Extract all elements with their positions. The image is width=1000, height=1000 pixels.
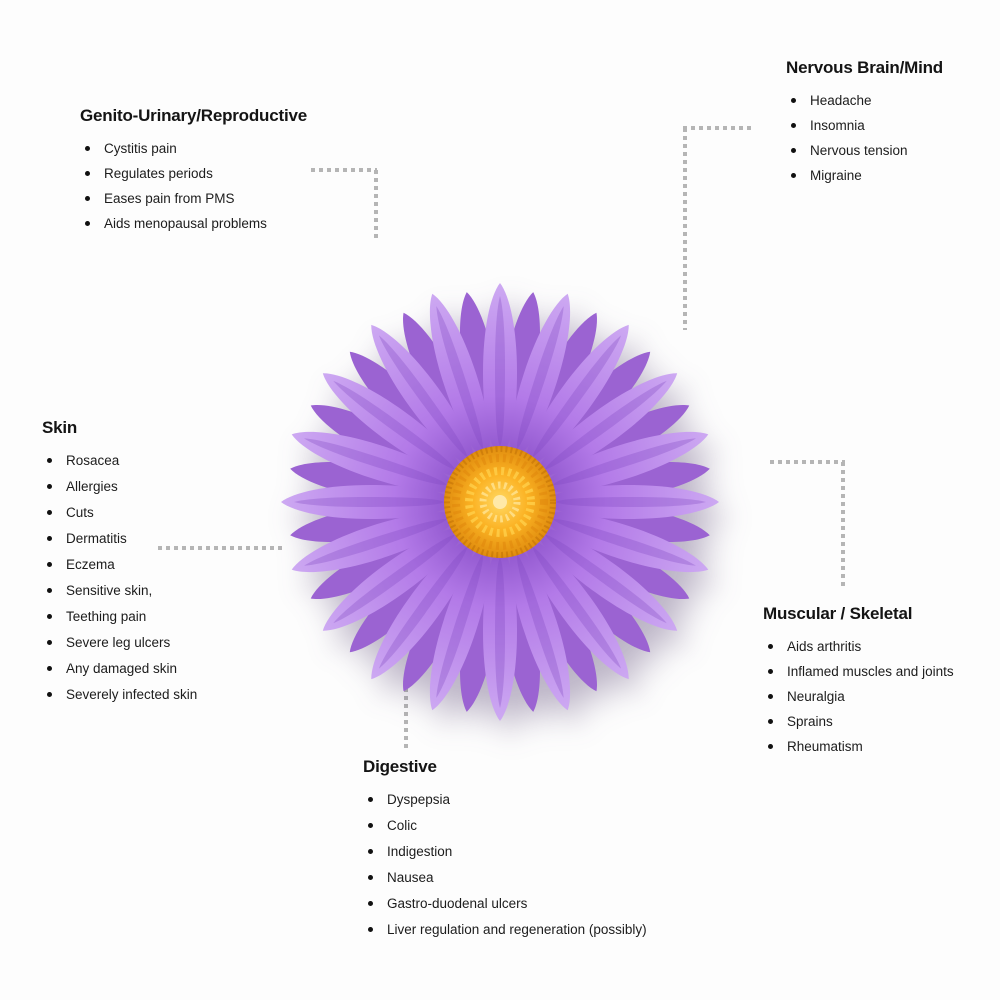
list-item: Allergies (42, 479, 197, 494)
flower-center (444, 446, 556, 558)
section-genito-urinary: Genito-Urinary/Reproductive Cystitis pai… (80, 106, 307, 241)
section-skin: Skin Rosacea Allergies Cuts Dermatitis E… (42, 418, 197, 713)
list-item: Severely infected skin (42, 687, 197, 702)
section-title: Muscular / Skeletal (763, 604, 913, 623)
benefit-list: Dyspepsia Colic Indigestion Nausea Gastr… (363, 792, 647, 937)
list-item: Colic (363, 818, 647, 833)
list-item: Severe leg ulcers (42, 635, 197, 650)
section-title: Digestive (363, 757, 437, 776)
list-item: Headache (786, 93, 943, 108)
list-item: Gastro-duodenal ulcers (363, 896, 647, 911)
connector-genito-vertical (374, 170, 378, 240)
list-item: Rosacea (42, 453, 197, 468)
list-item: Nausea (363, 870, 647, 885)
connector-muscular-vertical (841, 462, 845, 590)
connector-nervous-vertical (683, 128, 687, 330)
connector-skin-horizontal (158, 546, 282, 550)
list-item: Sprains (763, 714, 993, 729)
benefit-list: Cystitis pain Regulates periods Eases pa… (80, 141, 307, 231)
list-item: Regulates periods (80, 166, 307, 181)
connector-digestive-vertical (404, 688, 408, 750)
benefit-list: Headache Insomnia Nervous tension Migrai… (786, 93, 943, 183)
list-item: Aids menopausal problems (80, 216, 307, 231)
connector-nervous-horizontal (683, 126, 755, 130)
benefit-list: Aids arthritis Inflamed muscles and join… (763, 639, 993, 754)
section-digestive: Digestive Dyspepsia Colic Indigestion Na… (363, 757, 647, 948)
list-item: Any damaged skin (42, 661, 197, 676)
list-item: Sensitive skin, (42, 583, 197, 598)
list-item: Teething pain (42, 609, 197, 624)
list-item: Cystitis pain (80, 141, 307, 156)
section-title: Nervous Brain/Mind (786, 58, 943, 77)
section-nervous-brain-mind: Nervous Brain/Mind Headache Insomnia Ner… (786, 58, 943, 193)
benefit-list: Rosacea Allergies Cuts Dermatitis Eczema… (42, 453, 197, 702)
section-title: Skin (42, 418, 78, 437)
list-item: Dermatitis (42, 531, 197, 546)
list-item: Migraine (786, 168, 943, 183)
list-item: Dyspepsia (363, 792, 647, 807)
list-item: Neuralgia (763, 689, 993, 704)
list-item: Liver regulation and regeneration (possi… (363, 922, 647, 937)
connector-genito-horizontal (311, 168, 377, 172)
list-item: Eczema (42, 557, 197, 572)
purple-aster-flower-illustration (270, 272, 730, 732)
list-item: Inflamed muscles and joints (763, 664, 993, 679)
connector-muscular-horizontal (770, 460, 845, 464)
list-item: Nervous tension (786, 143, 943, 158)
section-muscular-skeletal: Muscular / Skeletal Aids arthritis Infla… (763, 604, 993, 764)
list-item: Eases pain from PMS (80, 191, 307, 206)
list-item: Insomnia (786, 118, 943, 133)
section-title: Genito-Urinary/Reproductive (80, 106, 307, 125)
list-item: Rheumatism (763, 739, 993, 754)
list-item: Aids arthritis (763, 639, 993, 654)
list-item: Cuts (42, 505, 197, 520)
list-item: Indigestion (363, 844, 647, 859)
